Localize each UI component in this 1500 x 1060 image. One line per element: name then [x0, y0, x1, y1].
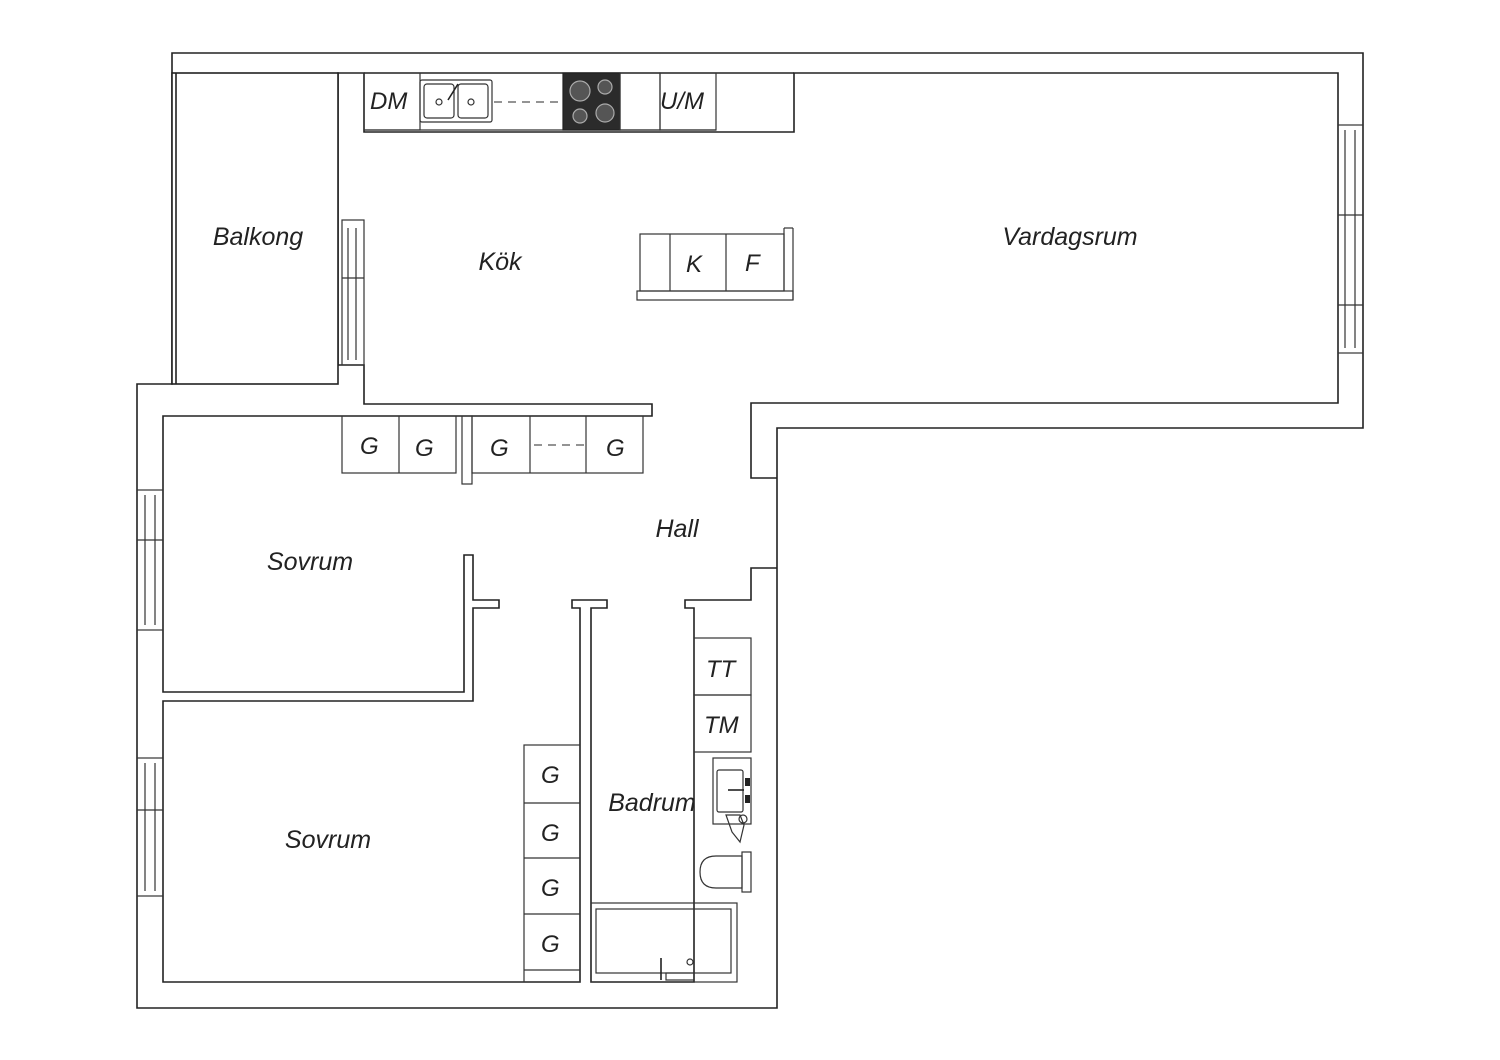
- fridge-label: K: [686, 251, 703, 278]
- room-label-living: Vardagsrum: [1002, 223, 1137, 251]
- oven-micro: [659, 72, 717, 131]
- laundry-units: [693, 637, 752, 753]
- room-label-bedroom-2: Sovrum: [285, 826, 371, 854]
- room-label-bathroom: Badrum: [608, 789, 696, 817]
- sink-icon: [419, 79, 493, 123]
- hall-wardrobe-label-3: G: [490, 435, 509, 462]
- hall-wardrobe-label-1: G: [360, 433, 379, 460]
- bathtub-icon: [590, 902, 738, 983]
- room-label-hall: Hall: [655, 515, 700, 543]
- fridge-freezer-unit: [636, 227, 794, 301]
- bedroom-window-2: [136, 757, 164, 897]
- bedroom-wardrobe-label-4: G: [541, 931, 560, 958]
- bedroom-wardrobe-label-2: G: [541, 820, 560, 847]
- balcony-outline: [171, 72, 339, 385]
- living-window: [1337, 124, 1364, 354]
- towel-rail-icon: [725, 814, 748, 844]
- kitchen-window: [341, 219, 365, 366]
- dryer-label: TT: [706, 656, 738, 683]
- room-label-bedroom-1: Sovrum: [267, 548, 353, 576]
- hob-icon: [562, 72, 621, 131]
- room-label-balcony: Balkong: [213, 223, 303, 251]
- toilet-icon: [699, 851, 752, 893]
- washbasin-icon: [712, 757, 752, 825]
- bedroom-wardrobe-label-1: G: [541, 762, 560, 789]
- hall-wardrobe-label-4: G: [606, 435, 625, 462]
- bedroom-window-1: [136, 489, 164, 631]
- dishwasher-label: DM: [370, 88, 407, 115]
- bedroom-wardrobe-label-3: G: [541, 875, 560, 902]
- oven-micro-label: U/M: [660, 88, 704, 115]
- freezer-label: F: [745, 250, 761, 277]
- bedroom-wardrobes: [523, 744, 581, 983]
- hall-wardrobes: [341, 415, 644, 485]
- room-label-kitchen: Kök: [478, 248, 523, 276]
- washer-label: TM: [704, 712, 739, 739]
- hall-wardrobe-label-2: G: [415, 435, 434, 462]
